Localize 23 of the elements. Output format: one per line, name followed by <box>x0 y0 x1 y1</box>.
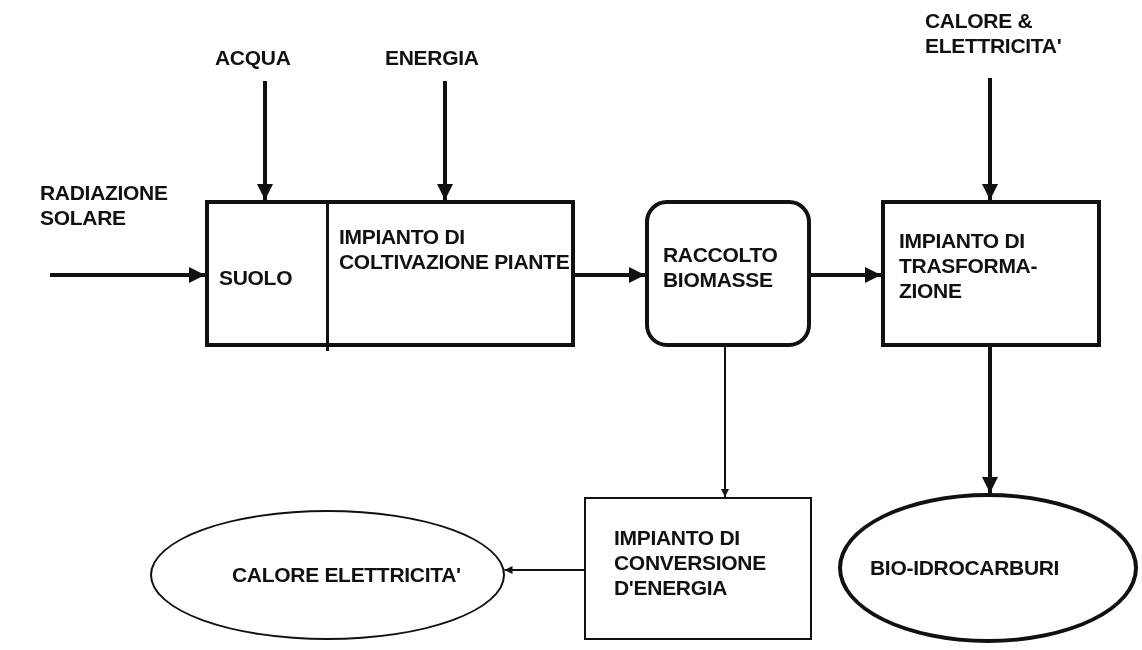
arrow <box>50 267 205 283</box>
arrow <box>437 81 453 200</box>
node-label: IMPIANTO DI TRASFORMA- ZIONE <box>899 228 1039 304</box>
node-label: SUOLO <box>219 264 293 291</box>
node-label: RACCOLTO BIOMASSE <box>663 242 779 293</box>
process-box <box>881 200 1101 347</box>
node-label: CALORE ELETTRICITA' <box>232 562 461 588</box>
input-label: ENERGIA <box>385 45 505 71</box>
arrow <box>257 81 273 200</box>
arrow <box>721 346 729 498</box>
node-label: IMPIANTO DI CONVERSIONE D'ENERGIA <box>614 525 767 601</box>
node-label: BIO-IDROCARBURI <box>870 555 1060 581</box>
node-label: IMPIANTO DI COLTIVAZIONE PIANTE <box>339 224 571 275</box>
input-label: RADIAZIONE SOLARE <box>40 180 169 231</box>
arrow <box>982 347 998 493</box>
rounded-box <box>645 200 811 347</box>
arrow <box>982 78 998 200</box>
input-label: ACQUA <box>215 45 315 71</box>
arrow <box>503 566 585 574</box>
arrow <box>575 267 645 283</box>
process-box <box>584 497 812 640</box>
arrow <box>811 267 881 283</box>
input-label: CALORE & ELETTRICITA' <box>925 8 1075 59</box>
